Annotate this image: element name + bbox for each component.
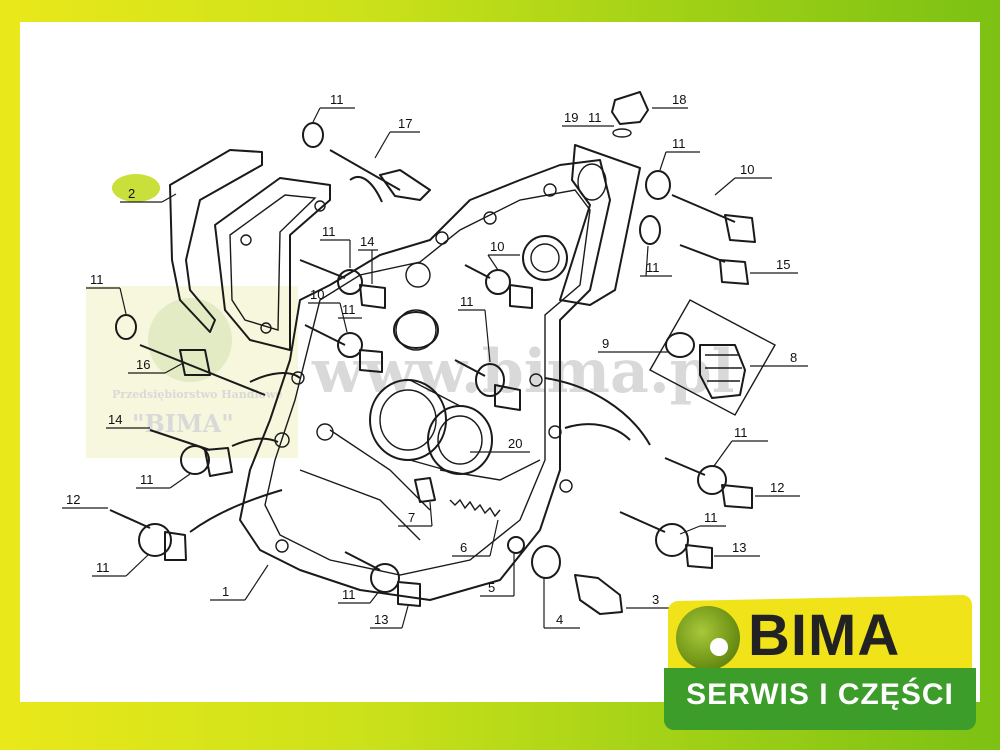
callout-20: 20: [508, 436, 522, 451]
callout-14-a: 14: [360, 234, 374, 249]
callout-11-m: 11: [588, 110, 602, 125]
callout-12-b: 12: [770, 480, 784, 495]
callout-11-f: 11: [672, 136, 686, 151]
logo-name: BIMA: [748, 603, 901, 668]
callout-11-c: 11: [322, 224, 336, 239]
callout-15: 15: [776, 257, 790, 272]
callout-14-b: 14: [108, 412, 122, 427]
breather-cap: [611, 91, 649, 125]
callout-8: 8: [790, 350, 797, 365]
logo-ball-highlight: [710, 638, 728, 656]
callout-16: 16: [136, 357, 150, 372]
callout-5: 5: [488, 580, 495, 595]
callout-13-b: 13: [374, 612, 388, 627]
callout-3: 3: [652, 592, 659, 607]
callout-labels: 1 2 3 4 5 6 7 8 9 10 10 10 11: [62, 92, 808, 629]
callout-10-b: 10: [490, 239, 504, 254]
callout-7: 7: [408, 510, 415, 525]
plug: [393, 311, 439, 349]
callout-11-a: 11: [330, 92, 344, 107]
callout-11-g: 11: [646, 260, 660, 275]
sensor-assembly: [649, 299, 776, 416]
callout-18: 18: [672, 92, 686, 107]
callout-11-e: 11: [460, 294, 474, 309]
logo-ball-icon: [676, 606, 740, 670]
callout-12-a: 12: [66, 492, 80, 507]
callout-11-j: 11: [140, 472, 154, 487]
callout-11-k: 11: [96, 560, 110, 575]
callout-11-i: 11: [704, 510, 718, 525]
watermark-company-line: Przedsiębiorstwo Handlowe: [112, 388, 282, 401]
logo-tagline: SERWIS I CZĘŚCI: [686, 678, 954, 711]
callout-11-h: 11: [734, 425, 748, 440]
callout-13-a: 13: [732, 540, 746, 555]
callout-17: 17: [398, 116, 412, 131]
watermark-ball-icon: [148, 298, 232, 382]
watermark-company-name: "BIMA": [132, 409, 234, 438]
highlight-marker: [112, 174, 160, 202]
upper-seal: [522, 235, 568, 281]
crankshaft-seal: [369, 379, 493, 475]
callout-9: 9: [602, 336, 609, 351]
callout-10-c: 10: [310, 287, 324, 302]
breather-washer: [612, 128, 632, 138]
callout-19: 19: [564, 110, 578, 125]
assembly-arrows: [189, 175, 651, 533]
bracket-boss: [577, 163, 607, 201]
bima-logo: BIMA SERWIS I CZĘŚCI: [664, 594, 976, 732]
callout-11-b: 11: [90, 272, 104, 287]
callout-2: 2: [128, 186, 135, 201]
cover-gasket: [169, 149, 263, 333]
bolts: [109, 122, 756, 615]
callout-6: 6: [460, 540, 467, 555]
callout-11-l: 11: [342, 587, 356, 602]
bracket: [559, 144, 641, 306]
rocker-cover: [214, 177, 331, 351]
callout-11-d: 11: [342, 302, 356, 317]
logo-bottom-band: SERWIS I CZĘŚCI: [664, 668, 976, 730]
callout-1: 1: [222, 584, 229, 599]
callout-10-a: 10: [740, 162, 754, 177]
callout-4: 4: [556, 612, 563, 627]
